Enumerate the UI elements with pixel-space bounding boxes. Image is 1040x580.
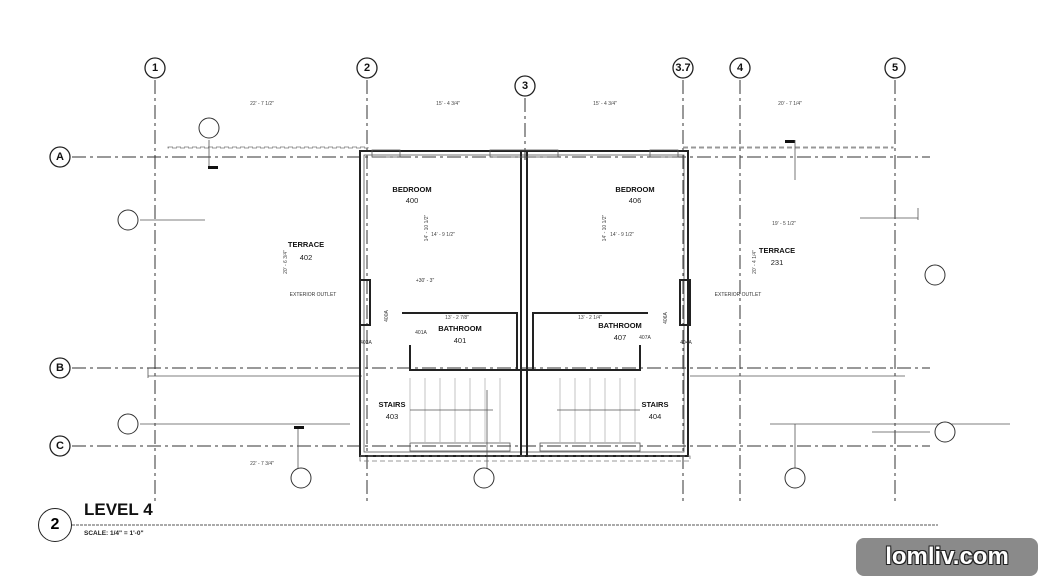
door-tag: 407A [639,335,651,341]
window [539,442,641,452]
room-labels: BEDROOM 400 BEDROOM 406 TERRACE 402 TERR… [288,185,795,421]
column-gridlines [154,80,896,505]
grid-bubble-c: C [56,440,64,452]
door [679,279,691,326]
room-name-stairs-403: STAIRS [379,400,406,409]
section-marker-icon[interactable] [924,264,946,286]
exterior-outlet-note: EXTERIOR OUTLET [290,292,337,298]
dimension-text: 14' - 9 1/2" [431,232,455,238]
room-number-231: 231 [771,258,784,267]
window [371,149,401,158]
grid-bubble-4: 4 [737,62,744,74]
building-walls [359,149,691,462]
door-tag: 400A [384,310,390,322]
section-marker-icon[interactable] [117,413,139,435]
door-tag: 406A [663,312,669,324]
dimension-text: 13' - 2 7/8" [445,315,469,321]
column-bubbles: 1 2 3 3.7 4 5 [144,57,906,97]
door-tag: 404A [680,340,692,346]
room-name-bedroom-406: BEDROOM [615,185,654,194]
grid-bubble-3: 3 [522,80,528,92]
room-number-402: 402 [300,253,313,262]
grid-bubble-3-7: 3.7 [675,62,690,74]
room-number-407: 407 [614,333,627,342]
grid-bubble-a: A [56,151,64,163]
grid-bubble-5: 5 [892,62,898,74]
section-marker-icon[interactable] [934,421,956,443]
room-number-403: 403 [386,412,399,421]
room-name-bathroom-407: BATHROOM [598,321,642,330]
section-marker-icon[interactable] [117,209,139,231]
terrace-edges [147,146,905,378]
grid-bubble-b: B [56,362,64,374]
room-name-terrace-402: TERRACE [288,240,324,249]
dimension-text: 14' - 10 1/2" [602,214,608,241]
section-marker-icon[interactable] [198,117,220,139]
plan-notes: EXTERIOR OUTLET EXTERIOR OUTLET +30' - 3… [290,278,762,346]
dimension-text: 13' - 2 1/4" [578,315,602,321]
room-name-terrace-231: TERRACE [759,246,795,255]
window [409,442,511,452]
dimension-text: 22' - 7 1/2" [250,101,274,107]
window [489,149,559,158]
section-lines [140,140,1010,470]
stair-treads [409,378,640,442]
dimension-text: 22' - 7 3/4" [250,461,274,467]
door [359,279,371,326]
view-scale: SCALE: 1/4" = 1'-0" [84,530,144,537]
door-tag: 403A [360,340,372,346]
window [649,149,679,158]
section-markers [117,117,956,489]
section-marker-icon[interactable] [290,467,312,489]
room-name-stairs-404: STAIRS [642,400,669,409]
room-name-bedroom-400: BEDROOM [392,185,431,194]
room-number-401: 401 [454,336,467,345]
dimension-text: 20' - 6 3/4" [283,250,289,274]
dimensions: 22' - 7 1/2" 15' - 4 3/4" 15' - 4 3/4" 2… [250,101,802,467]
view-number-bubble: 2 [38,508,72,542]
dimension-text: 14' - 9 1/2" [610,232,634,238]
door-tag: 401A [415,330,427,336]
watermark: lomliv.com [856,538,1038,576]
section-marker-icon[interactable] [784,467,806,489]
section-marker-icon[interactable] [473,467,495,489]
grid-bubble-2: 2 [364,62,370,74]
dimension-text: 20' - 7 1/4" [778,101,802,107]
room-number-400: 400 [406,196,419,205]
dimension-text: 20' - 4 1/4" [752,250,758,274]
elevation-note: +30' - 3" [416,278,435,284]
room-number-406: 406 [629,196,642,205]
dimension-text: 19' - 5 1/2" [772,221,796,227]
dimension-text: 15' - 4 3/4" [593,101,617,107]
dimension-text: 14' - 10 1/2" [424,214,430,241]
room-name-bathroom-401: BATHROOM [438,324,482,333]
view-title: LEVEL 4 [84,500,153,519]
room-number-404: 404 [649,412,662,421]
dimension-text: 15' - 4 3/4" [436,101,460,107]
row-bubbles: A B C [49,146,71,457]
exterior-outlet-note: EXTERIOR OUTLET [715,292,762,298]
row-gridlines [72,156,930,447]
grid-bubble-1: 1 [152,62,158,74]
